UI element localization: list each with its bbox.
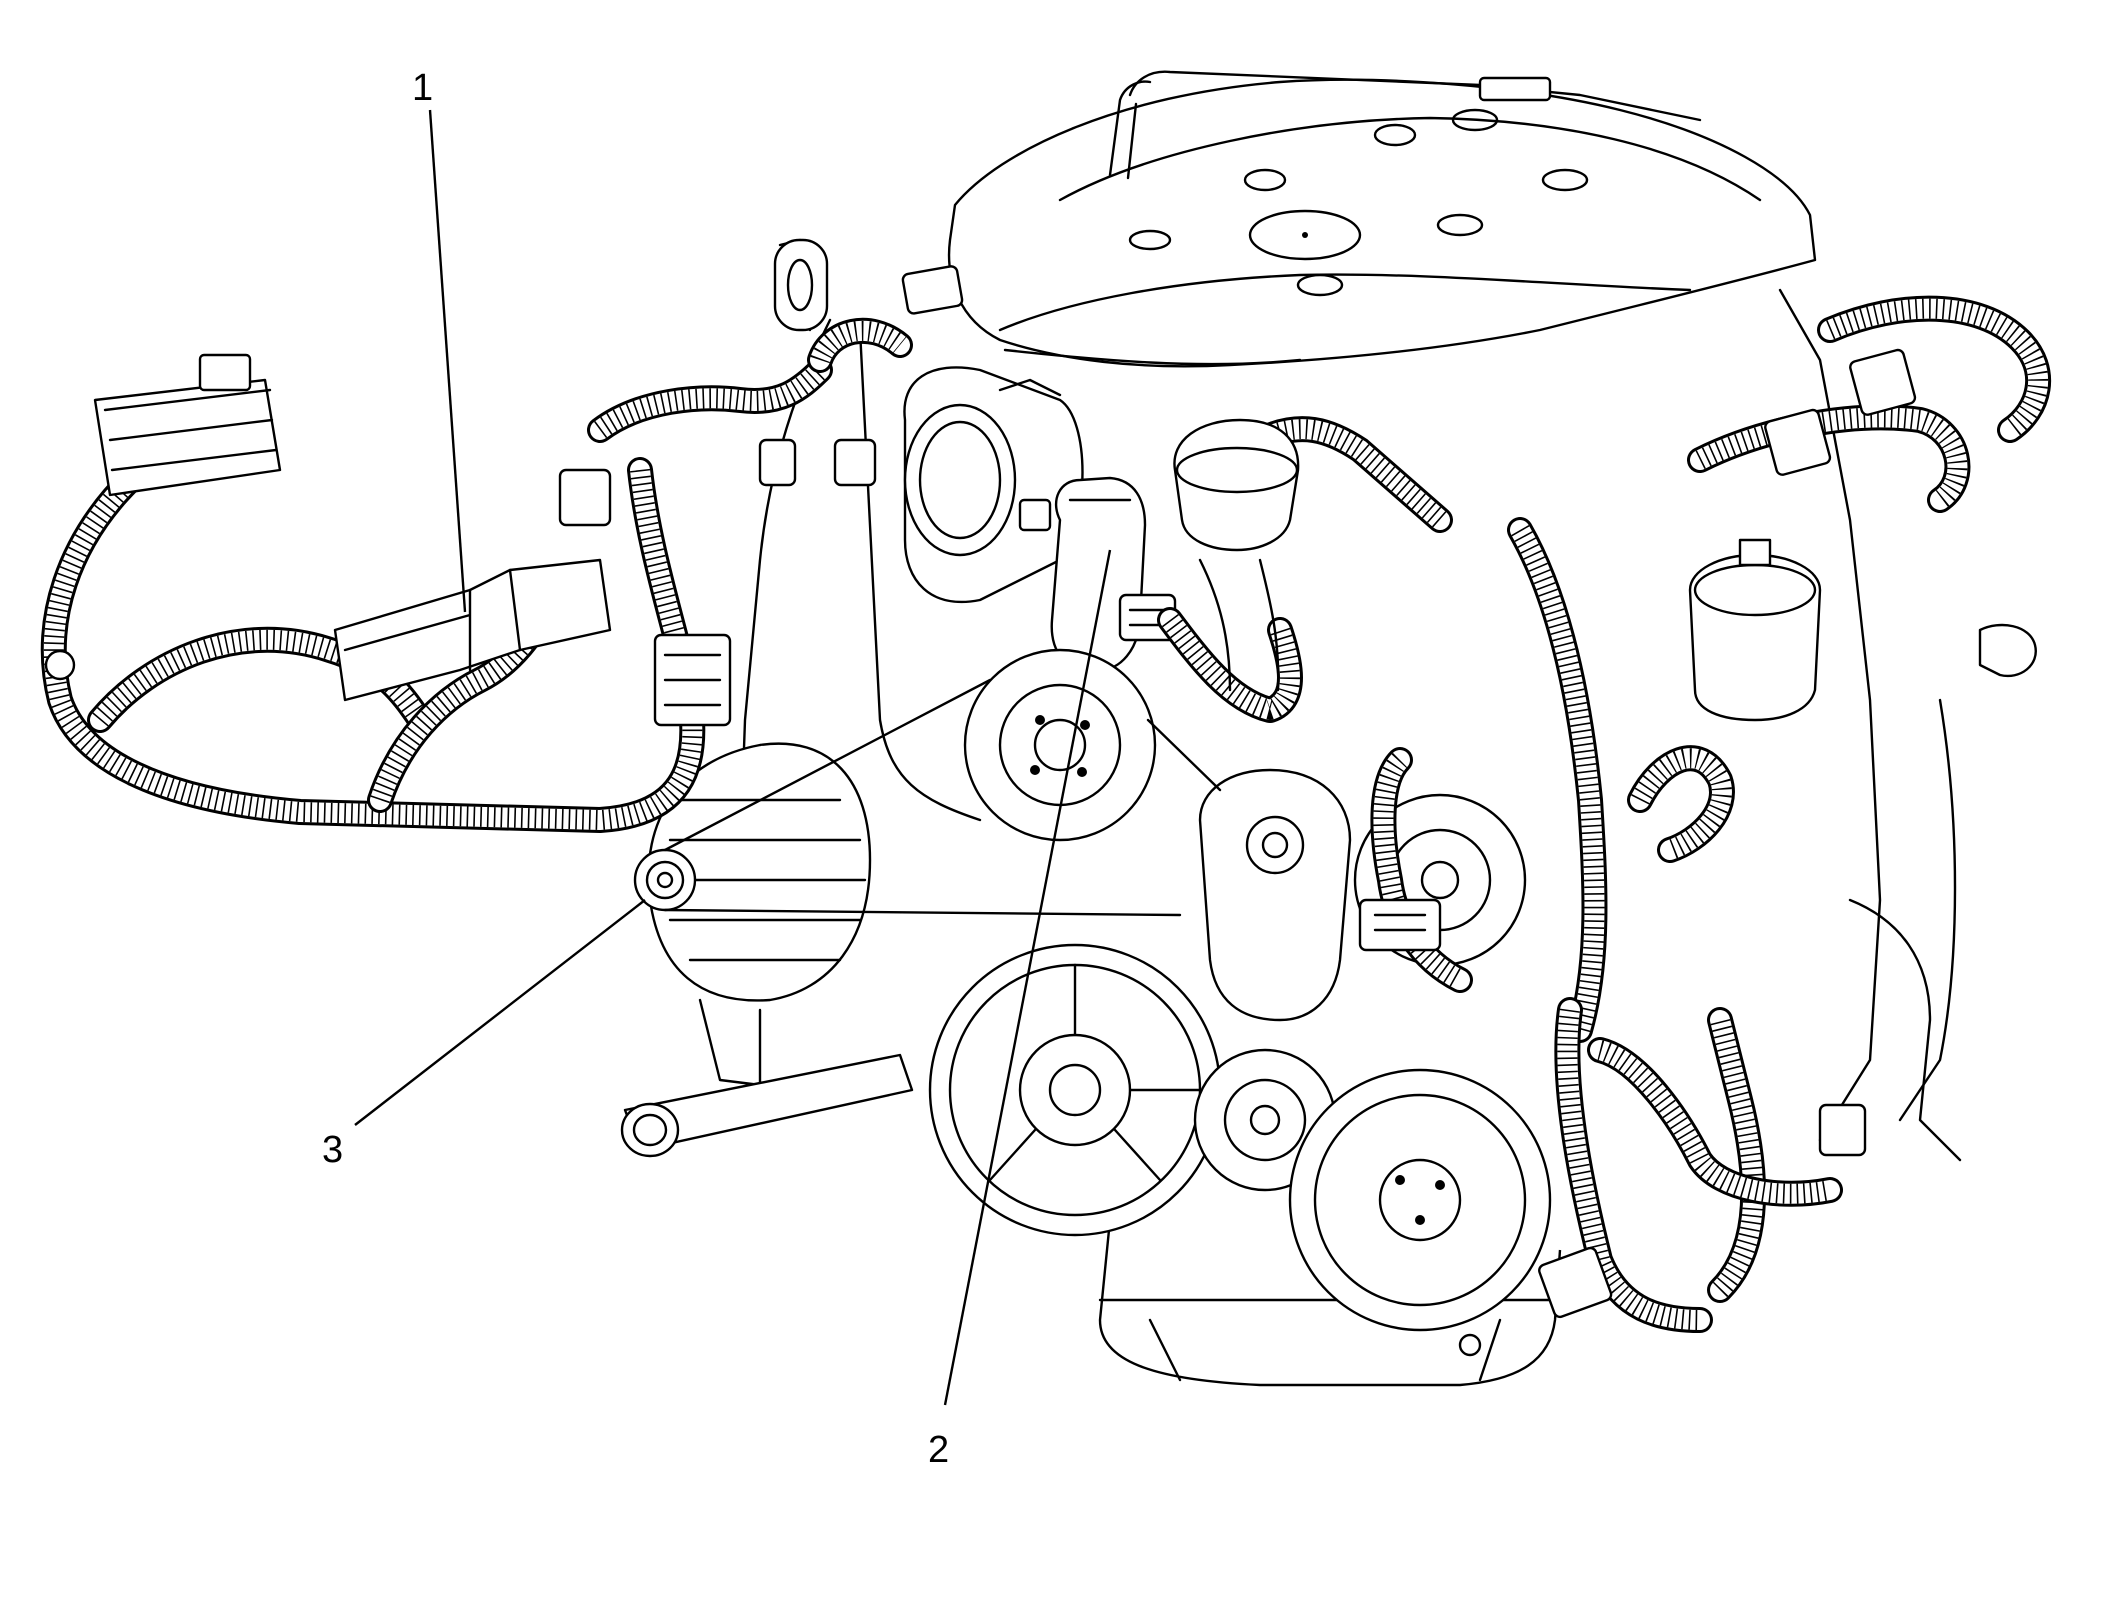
throttle-body (903, 366, 1084, 604)
leader-line-2 (943, 549, 1112, 1406)
callout-labels: 1 2 3 (322, 67, 949, 1471)
callout-leaders (354, 109, 1112, 1406)
sensor-component-2 (1050, 476, 1177, 672)
engine-wiring-harness (587, 265, 2051, 1333)
coolant-pipe (620, 1053, 914, 1158)
leader-line-1 (428, 109, 467, 613)
engine-cover (947, 70, 1817, 368)
callout-label-3: 3 (322, 1129, 343, 1171)
accessory-drive (663, 648, 1552, 1332)
leader-line-3 (354, 899, 646, 1126)
wiring-harness-loose (40, 353, 732, 833)
callout-label-2: 2 (928, 1429, 949, 1471)
callout-label-1: 1 (412, 67, 433, 109)
oil-filter-housing (1688, 538, 2037, 1162)
